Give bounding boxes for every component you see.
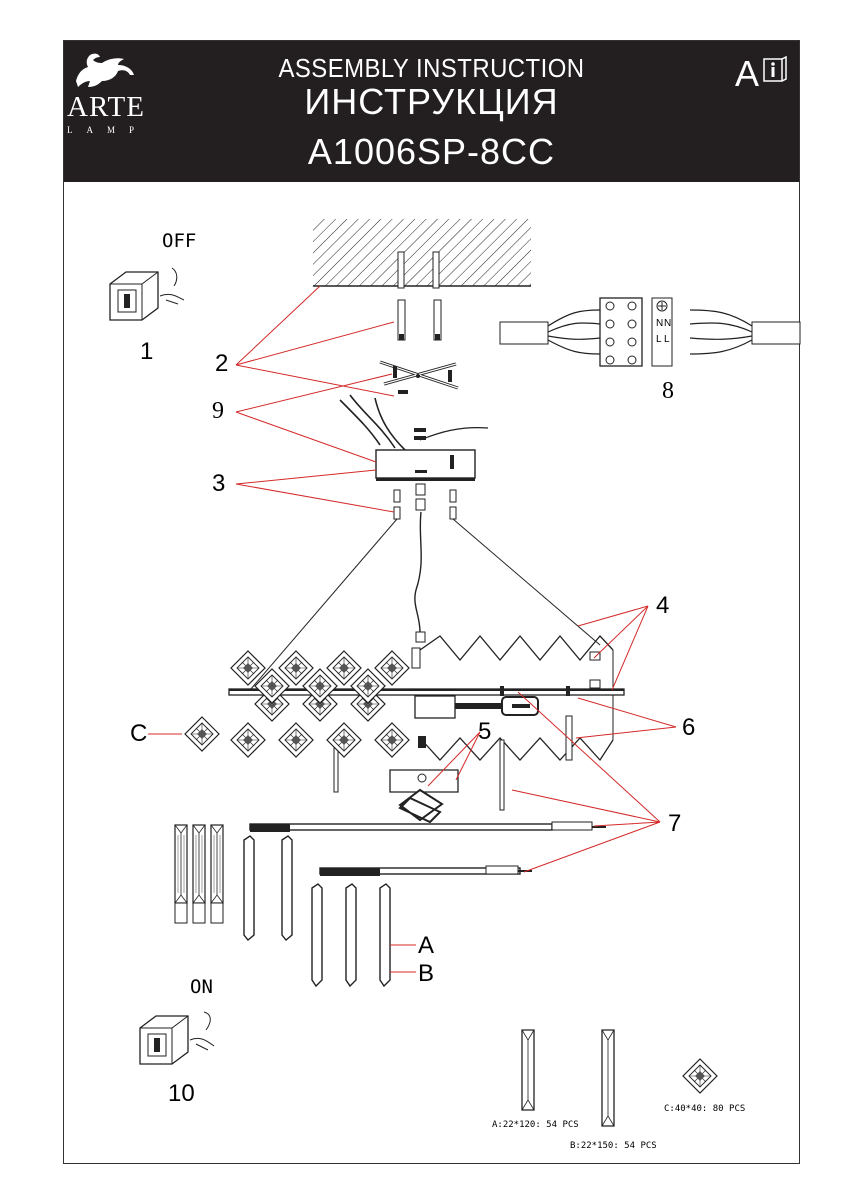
mounting-bracket	[379, 360, 459, 394]
terminal-n2: N	[664, 318, 672, 329]
language-letter: A	[735, 53, 760, 94]
loose-crystals	[174, 824, 224, 924]
part-b-label: B	[418, 960, 435, 987]
crystal-a-spec: A:22*120: 54 PCS	[492, 1120, 579, 1130]
suspension-cables	[249, 511, 601, 691]
ceiling	[313, 219, 531, 289]
crystal-diamond	[374, 650, 410, 686]
step-4: 4	[656, 592, 670, 619]
crystal-c-spec: C:40*40: 80 PCS	[664, 1104, 746, 1114]
crystal-bars	[249, 821, 606, 876]
step-2: 2	[215, 350, 229, 377]
title-russian: ИНСТРУКЦИЯ	[304, 81, 559, 122]
griffin-icon	[76, 53, 134, 87]
on-label: ON	[190, 976, 213, 998]
terminal-l2: L	[664, 334, 670, 345]
crystal-diamond	[278, 650, 314, 686]
step-3: 3	[212, 470, 226, 497]
wall-anchors	[397, 299, 442, 341]
crystal-grid	[230, 650, 410, 758]
spec-crystals	[521, 1029, 718, 1127]
header-bar: ARTE LAMP ASSEMBLY INSTRUCTION ИНСТРУКЦИ…	[64, 41, 799, 182]
model-number: A1006SP-8CC	[307, 131, 556, 172]
crystal-diamond	[302, 668, 338, 704]
part-a-label: A	[418, 932, 435, 959]
terminal-n1: N	[656, 318, 664, 329]
step-9: 9	[212, 398, 224, 424]
crystal-diamond	[350, 668, 386, 704]
crystal-diamond	[326, 650, 362, 686]
switch-on-icon	[139, 1011, 215, 1065]
switch-off-icon	[109, 267, 185, 321]
crystal-diamond	[230, 650, 266, 686]
step-10: 10	[168, 1080, 195, 1107]
step-7: 7	[668, 810, 682, 837]
part-c-label: C	[130, 720, 148, 747]
logo-wordmark: ARTE	[67, 91, 145, 123]
leader-lines	[148, 285, 677, 973]
crystal-diamond	[326, 722, 362, 758]
step-5: 5	[478, 718, 492, 745]
hanging-prisms	[243, 835, 391, 988]
step-8: 8	[662, 378, 674, 404]
chandelier-frame	[228, 634, 625, 824]
step-6: 6	[682, 714, 696, 741]
title-english: ASSEMBLY INSTRUCTION	[278, 53, 585, 83]
crystal-diamond	[374, 722, 410, 758]
logo-subtitle: LAMP	[67, 125, 149, 135]
terminal-l1: L	[656, 334, 662, 345]
canopy	[339, 394, 489, 520]
off-label: OFF	[162, 230, 197, 252]
crystal-b-spec: B:22*150: 54 PCS	[570, 1141, 657, 1151]
info-book-icon	[763, 56, 787, 82]
step-1: 1	[140, 338, 154, 365]
crystal-diamond	[230, 722, 266, 758]
crystal-diamond	[278, 722, 314, 758]
crystal-c-icon	[184, 716, 220, 752]
terminal-block	[499, 297, 801, 367]
crystal-diamond	[254, 668, 290, 704]
